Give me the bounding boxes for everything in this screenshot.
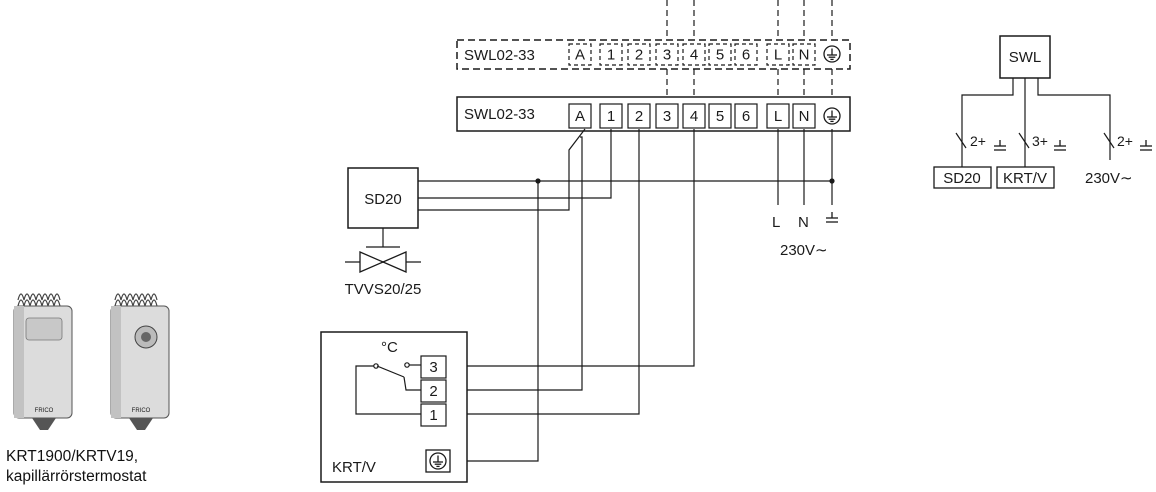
krt1900-device-image: FRICO [13,293,73,430]
terminal-label: 6 [742,108,750,125]
terminal-label: N [799,108,810,125]
ground-icon [1139,139,1153,151]
terminal-label: N [799,47,810,64]
krtv19-device-image: FRICO [110,293,170,430]
incoming-dashed-wires [666,0,833,102]
terminal-label: 2 [635,108,643,125]
supply-labels: L N 230V∼ [772,211,839,259]
terminal-label: 3 [663,47,671,64]
terminal-label: 1 [607,108,615,125]
sd20-label: SD20 [364,191,402,208]
device-caption: KRT1900/KRTV19, kapillärrörstermostat [6,447,146,487]
earth-terminal-icon [429,452,447,470]
krt-terminal-block: 3 2 1 [420,355,447,427]
block-supply-label: 230V∼ [1085,170,1133,187]
supply-l-label: L [772,214,780,231]
cable-sd20-count: 2+ [970,133,986,149]
cable-supply-count: 2+ [1117,133,1133,149]
krt-terminal-label: 2 [429,383,437,400]
terminal-box [792,103,816,129]
supply-voltage-label: 230V∼ [780,242,828,259]
terminal-label: 4 [690,47,698,64]
terminal-label: 3 [663,108,671,125]
terminal-box [734,43,758,66]
terminal-label: 2 [635,47,643,64]
terminal-box [708,103,732,129]
earth-terminal-icon [823,107,841,125]
krt-terminal-box [420,355,447,379]
terminal-box [766,43,790,66]
terminal-box [627,43,651,66]
terminal-box [568,103,592,129]
krt-terminal-label: 1 [429,407,437,424]
wiring [366,128,835,462]
terminal-box [655,103,679,129]
earth-terminal-icon [823,45,841,63]
thermostat-device-images: FRICO FRICO [13,293,170,430]
supply-n-label: N [798,214,809,231]
terminal-label: 5 [716,47,724,64]
switch-contact-icon [355,362,421,415]
terminal-box [627,103,651,129]
terminal-box [682,103,706,129]
terminal-label: A [575,47,585,64]
valve-icon [345,251,421,273]
terminal-box [568,43,592,66]
svg-text:FRICO: FRICO [35,408,54,414]
terminal-label: 5 [716,108,724,125]
terminal-box [766,103,790,129]
terminal-label: 4 [690,108,698,125]
terminal-box [599,103,623,129]
ground-icon [993,139,1007,151]
block-diagram: SWL 2+ 3+ 2+ SD20 KRT/V 230V∼ [933,35,1153,189]
terminal-label: 6 [742,47,750,64]
svg-text:FRICO: FRICO [132,408,151,414]
block-swl-label: SWL [1009,49,1042,66]
ground-icon [1053,139,1067,151]
block-krt-label: KRT/V [1003,170,1047,187]
terminal-box [599,43,623,66]
terminal-label: 1 [607,47,615,64]
block-sd20-label: SD20 [943,170,981,187]
terminal-box [792,43,816,66]
swl-unit-main-label: SWL02-33 [464,106,535,123]
terminal-box [708,43,732,66]
krt-terminal-label: 3 [429,359,437,376]
swl-unit-dashed-label: SWL02-33 [464,47,535,64]
caption-line-2: kapillärrörstermostat [6,468,147,485]
terminal-label: L [774,47,782,64]
terminal-box [682,43,706,66]
terminal-label: A [575,108,585,125]
terminal-box [655,43,679,66]
terminal-label: L [774,108,782,125]
krt-terminal-box [420,379,447,403]
sd20-actuator: SD20 [347,167,419,229]
krt-label: KRT/V [332,459,376,476]
krt-terminal-box [420,403,447,427]
terminal-box [734,103,758,129]
caption-line-1: KRT1900/KRTV19, [6,448,139,465]
degree-celsius-label: °C [381,339,398,356]
valve-label: TVVS20/25 [345,281,422,298]
krt-thermostat-box: KRT/V °C 3 2 1 [320,331,468,483]
ground-icon [825,211,839,223]
cable-krt-count: 3+ [1032,133,1048,149]
